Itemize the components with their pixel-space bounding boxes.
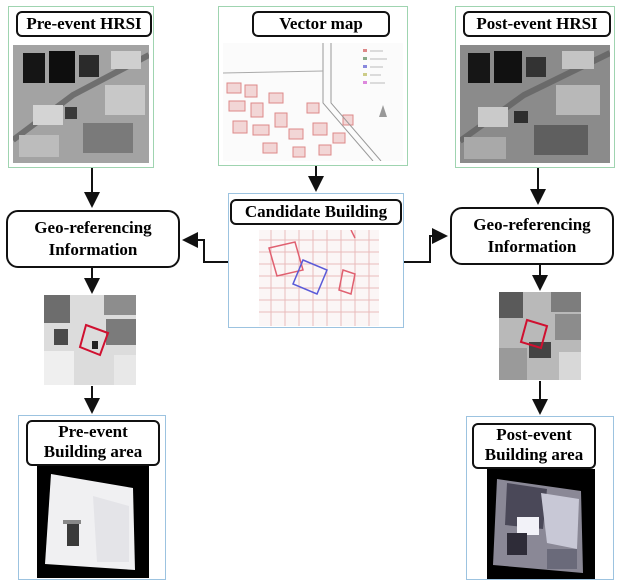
pre-event-building-area-label: Pre-event Building area [26, 420, 160, 466]
geo-right-line1: Geo-referencing [473, 215, 591, 234]
geo-referencing-right-box: Geo-referencing Information [450, 207, 614, 265]
candidate-building-image [259, 230, 379, 326]
vector-map-image [223, 43, 403, 161]
pre-event-hrsi-label: Pre-event HRSI [16, 11, 152, 37]
pre-event-building-area-image [37, 466, 149, 578]
geo-left-line2: Information [48, 240, 138, 259]
geo-left-line1: Geo-referencing [34, 218, 152, 237]
arrow-candidate-to-geo-left [182, 232, 228, 263]
pre-event-satellite-image [13, 45, 149, 163]
geo-right-line2: Information [487, 237, 577, 256]
pre-event-crop-image [44, 295, 136, 385]
post-event-crop-image [499, 292, 581, 380]
post-area-line2: Building area [484, 445, 584, 464]
pre-area-line1: Pre-event [58, 422, 128, 441]
candidate-building-label: Candidate Building [230, 199, 402, 225]
vector-map-label: Vector map [252, 11, 390, 37]
post-event-hrsi-label: Post-event HRSI [463, 11, 611, 37]
geo-referencing-left-box: Geo-referencing Information [6, 210, 180, 268]
post-area-line1: Post-event [496, 425, 572, 444]
post-event-building-area-image [487, 469, 595, 579]
post-event-satellite-image [460, 45, 610, 163]
pre-area-line2: Building area [43, 442, 143, 461]
post-event-building-area-label: Post-event Building area [472, 423, 596, 469]
arrow-candidate-to-geo-right [404, 228, 448, 263]
